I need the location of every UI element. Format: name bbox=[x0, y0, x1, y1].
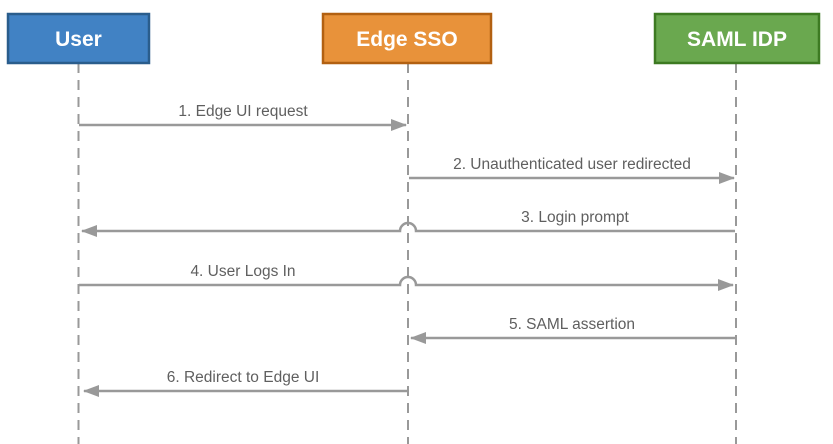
actor-saml-idp: SAML IDP bbox=[653, 12, 821, 65]
message-arrow-3 bbox=[81, 221, 735, 237]
actor-saml-idp-box bbox=[653, 12, 821, 65]
message-arrow-4 bbox=[79, 275, 734, 291]
message-label-3: 3. Login prompt bbox=[521, 209, 629, 226]
actor-user-label: User bbox=[55, 28, 102, 51]
actor-edge-sso: Edge SSO bbox=[321, 12, 493, 65]
message-label-6: 6. Redirect to Edge UI bbox=[167, 369, 320, 386]
message-label-2: 2. Unauthenticated user redirected bbox=[453, 156, 691, 173]
actor-edge-sso-box bbox=[321, 12, 493, 65]
actor-user-box bbox=[6, 12, 151, 65]
actor-edge-sso-label: Edge SSO bbox=[356, 28, 458, 51]
actor-saml-idp-label: SAML IDP bbox=[687, 28, 787, 51]
message-label-4: 4. User Logs In bbox=[190, 263, 295, 280]
message-label-1: 1. Edge UI request bbox=[178, 103, 308, 120]
actor-user: User bbox=[6, 12, 151, 65]
message-label-5: 5. SAML assertion bbox=[509, 316, 635, 333]
